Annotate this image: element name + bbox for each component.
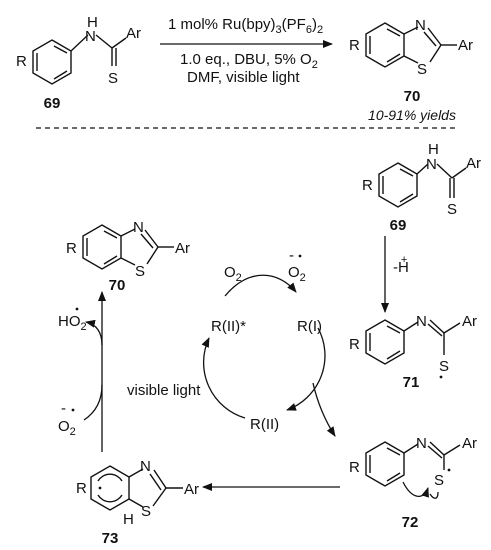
s-label: S [439,358,449,375]
n-label: N [426,156,437,173]
n-label: N [133,219,144,236]
ar-label: Ar [175,240,190,257]
r-label: R [349,37,360,54]
product-70-top: R N S Ar 70 10-91% yields [349,17,473,123]
compound-73: R N S Ar H 73 [76,458,199,547]
n-label: N [85,28,96,45]
delocalized-arc [97,494,123,503]
superoxide-charge: - [61,400,66,417]
deprotonation-label: -H+ [393,254,409,276]
photoredox-cycle: R(II)* R(I) R(II) O2 O2 - visible light [127,247,336,437]
ar-label: Ar [458,37,473,54]
r-label: R [349,336,360,353]
compound-71: R N Ar S 71 [349,313,477,391]
hydroperoxyl-label: HO2 [58,313,87,333]
s-label: S [447,201,457,218]
ar-label: Ar [184,481,199,498]
compound-72: R N Ar S 72 [349,435,477,531]
hydroperoxyl-exit-arrow [85,319,103,346]
radical-dot [71,408,75,412]
superoxide-entry-arrow [83,384,103,421]
h-label: H [123,511,134,528]
ru-one: R(I) [297,318,322,335]
superoxide-label: O2 [58,418,76,438]
n-label: N [416,435,427,452]
o2-out-label: O2 [288,264,306,284]
compound-69-label: 69 [44,95,61,112]
s-label: S [135,263,145,280]
s-label: S [434,472,444,489]
r-label: R [362,177,373,194]
n-label: N [140,458,151,475]
compound-70: R N S Ar 70 [66,219,190,294]
delocalized-arc [97,473,123,482]
radical-dot [298,254,302,258]
compound-72-label: 72 [402,514,419,531]
r-label: R [349,459,360,476]
ar-label: Ar [126,25,141,42]
radical-dot [439,375,443,379]
compound-71-label: 71 [403,374,420,391]
compound-73-label: 73 [102,530,119,547]
r-label: R [76,480,87,497]
conditions-line2: 1.0 eq., DBU, 5% O2 [180,51,318,71]
o2-in-label: O2 [224,264,242,284]
conditions-line3: DMF, visible light [187,69,300,86]
superoxide-charge: - [289,247,294,264]
cyclization-half-arrow [402,481,429,498]
ru-excited: R(II)* [211,318,246,335]
compound-69: R H N Ar S 69 [362,141,481,234]
ar-label: Ar [466,155,481,172]
ar-label: Ar [462,313,477,330]
reactant-69-top: R H N Ar S 69 [16,14,141,112]
s-label: S [141,503,151,520]
n-label: N [416,313,427,330]
cyclization-half-arrow [429,491,439,499]
conditions-line1: 1 mol% Ru(bpy)3(PF6)2 [168,16,323,36]
nh-h-label: H [87,14,98,31]
s-label: S [417,61,427,78]
compound-70-label: 70 [109,277,126,294]
compound-69-label: 69 [390,217,407,234]
o2-capture-arrow [224,274,297,297]
r-label: R [66,240,77,257]
s-label: S [108,70,118,87]
n-label: N [415,17,426,34]
nh-h-label: H [428,141,439,158]
electron-transfer-arrow [312,382,336,437]
ru-two: R(II) [250,416,279,433]
r-label: R [16,53,27,70]
radical-dot [447,468,451,472]
cycle-arrow-excitation [201,337,246,419]
cycle-arrow-reduction [286,327,326,411]
ar-label: Ar [462,435,477,452]
visible-light-label: visible light [127,382,201,399]
compound-70-label: 70 [404,88,421,105]
radical-dot [98,486,102,490]
yield-label: 10-91% yields [368,107,456,123]
radical-dot [75,307,79,311]
